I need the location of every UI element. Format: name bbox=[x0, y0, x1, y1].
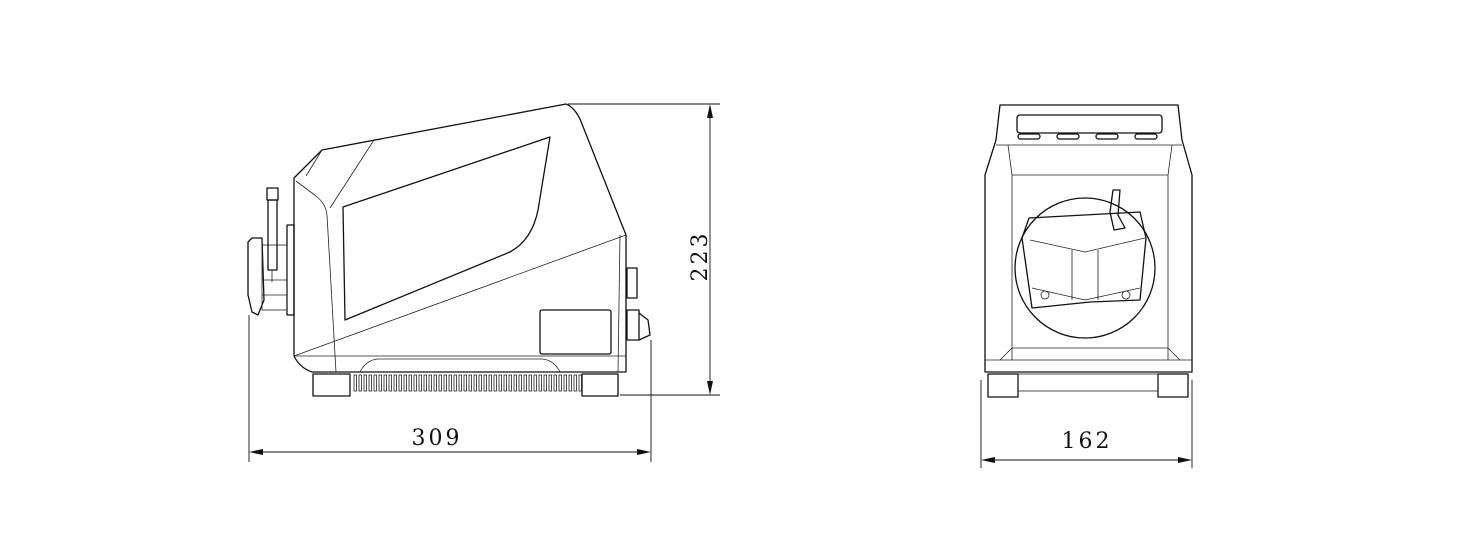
cooling-fin bbox=[493, 374, 497, 392]
cooling-fin bbox=[388, 374, 392, 392]
cooling-fin bbox=[413, 374, 417, 392]
cooling-fin bbox=[568, 374, 572, 392]
pump-rotor-disc bbox=[1014, 197, 1156, 339]
cooling-fin bbox=[423, 374, 427, 392]
foot-left bbox=[312, 373, 351, 397]
cooling-fin bbox=[398, 374, 402, 392]
cooling-fin bbox=[478, 374, 482, 392]
cooling-fin bbox=[368, 374, 372, 392]
cooling-fin bbox=[453, 374, 457, 392]
cooling-fin bbox=[353, 374, 357, 392]
pump-head bbox=[247, 187, 295, 316]
cooling-fin bbox=[378, 374, 382, 392]
cooling-fin bbox=[358, 374, 362, 392]
pump-head-clamp bbox=[1021, 211, 1147, 309]
side-window bbox=[342, 136, 551, 321]
cooling-fin bbox=[503, 374, 507, 392]
cooling-fin bbox=[498, 374, 502, 392]
label-plate bbox=[539, 309, 612, 355]
cooling-fins bbox=[353, 374, 582, 392]
cooling-fin bbox=[393, 374, 397, 392]
cooling-fin bbox=[573, 374, 577, 392]
cooling-fin bbox=[418, 374, 422, 392]
front-view: 162 bbox=[980, 104, 1193, 468]
cooling-fin bbox=[428, 374, 432, 392]
cooling-fin bbox=[463, 374, 467, 392]
front-housing-outline bbox=[984, 104, 1193, 373]
display-panel bbox=[1016, 114, 1163, 134]
cooling-fin bbox=[438, 374, 442, 392]
cooling-fin bbox=[553, 374, 557, 392]
front-foot-right bbox=[1157, 373, 1189, 398]
cooling-fin bbox=[363, 374, 367, 392]
cooling-fin bbox=[468, 374, 472, 392]
cooling-fin bbox=[518, 374, 522, 392]
side-view: 309 223 bbox=[247, 103, 720, 462]
width-dimension-162: 162 bbox=[1062, 429, 1113, 454]
cooling-fin bbox=[533, 374, 537, 392]
cooling-fin bbox=[383, 374, 387, 392]
cooling-fin bbox=[483, 374, 487, 392]
cooling-fin bbox=[373, 374, 377, 392]
front-buttons bbox=[1017, 133, 1158, 140]
cooling-fin bbox=[558, 374, 562, 392]
cooling-fin bbox=[488, 374, 492, 392]
rear-connectors bbox=[626, 267, 651, 341]
cooling-fin bbox=[508, 374, 512, 392]
cooling-fin bbox=[403, 374, 407, 392]
front-foot-left bbox=[987, 373, 1019, 398]
cooling-fin bbox=[543, 374, 547, 392]
width-dimension-309: 309 bbox=[412, 426, 463, 451]
foot-right bbox=[581, 373, 619, 397]
cooling-fin bbox=[433, 374, 437, 392]
cooling-fin bbox=[548, 374, 552, 392]
cooling-fin bbox=[513, 374, 517, 392]
height-dimension-223: 223 bbox=[688, 231, 713, 282]
cooling-fin bbox=[473, 374, 477, 392]
cooling-fin bbox=[563, 374, 567, 392]
cooling-fin bbox=[578, 374, 582, 392]
cooling-fin bbox=[443, 374, 447, 392]
cooling-fin bbox=[528, 374, 532, 392]
cooling-fin bbox=[408, 374, 412, 392]
cooling-fin bbox=[538, 374, 542, 392]
cooling-fin bbox=[458, 374, 462, 392]
cooling-fin bbox=[523, 374, 527, 392]
cooling-fin bbox=[448, 374, 452, 392]
